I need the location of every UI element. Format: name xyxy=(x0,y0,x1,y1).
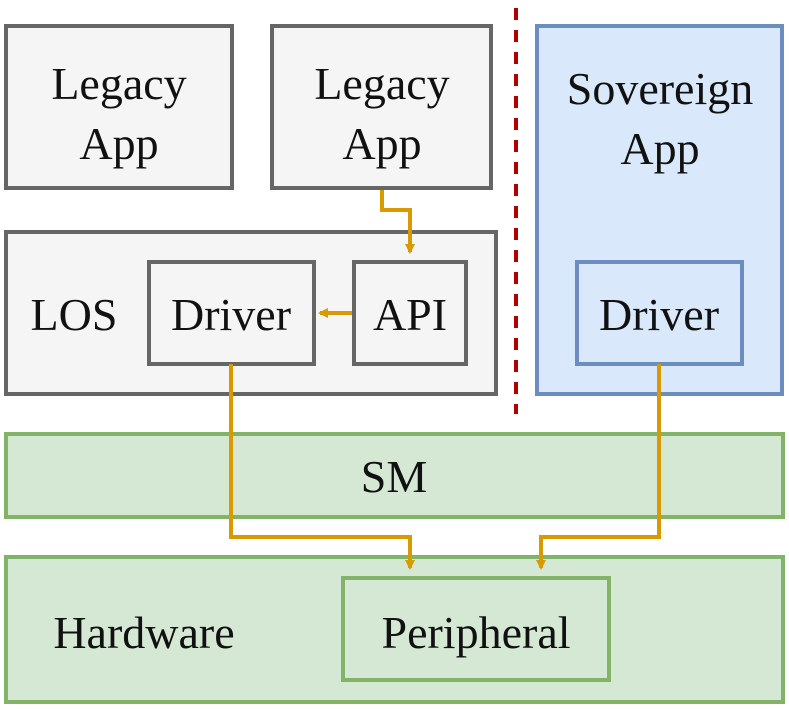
legacy-app-1-line1: Legacy xyxy=(51,58,186,109)
sovereign-driver: Driver xyxy=(575,260,744,366)
los-driver-label: Driver xyxy=(171,289,291,340)
los-driver: Driver xyxy=(147,260,316,366)
arrow-legacy-app-to-api xyxy=(380,190,415,254)
hardware-label: Hardware xyxy=(53,607,234,658)
sm-label: SM xyxy=(361,451,427,502)
legacy-app-2-line1: Legacy xyxy=(314,58,449,109)
legacy-app-2: Legacy App xyxy=(270,24,493,190)
peripheral-label: Peripheral xyxy=(381,607,570,658)
sovereign-driver-label: Driver xyxy=(599,289,719,340)
los-label: LOS xyxy=(31,289,118,340)
arrow-los-driver-to-peripheral xyxy=(229,364,415,570)
legacy-app-2-line2: App xyxy=(342,118,421,169)
api-box: API xyxy=(352,260,468,366)
sovereign-app-line2: App xyxy=(620,123,699,174)
api-label: API xyxy=(373,289,447,340)
arrow-sovereign-driver-to-peripheral xyxy=(536,364,661,570)
legacy-app-1: Legacy App xyxy=(4,24,234,190)
sovereign-app-line1: Sovereign xyxy=(567,63,754,114)
sm-layer: SM xyxy=(4,432,785,519)
peripheral-box: Peripheral xyxy=(341,576,611,682)
legacy-app-1-line2: App xyxy=(79,118,158,169)
